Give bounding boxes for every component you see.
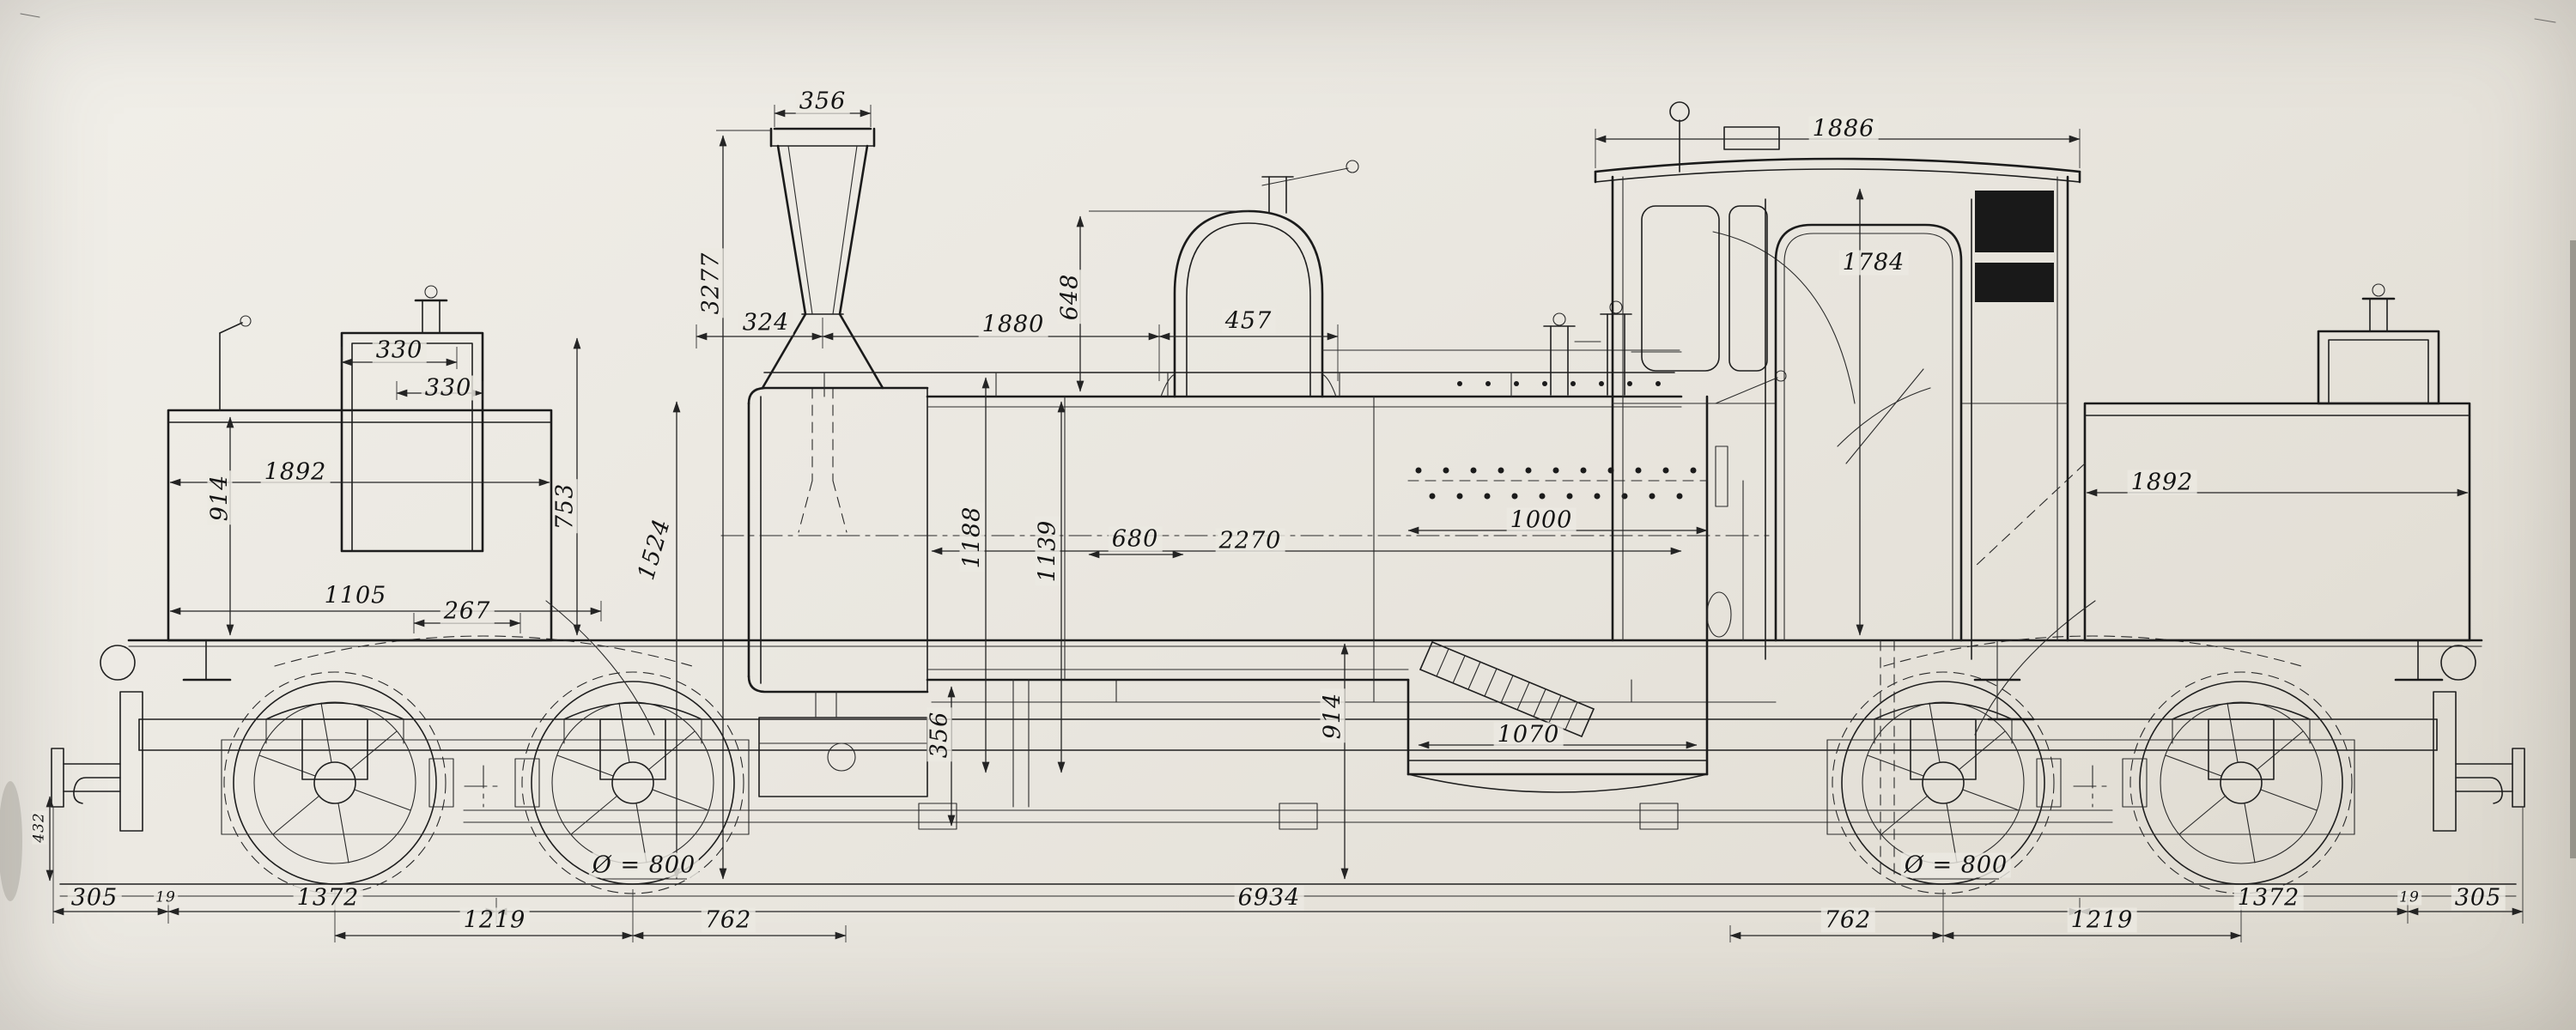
dim-left-tank-height: 914: [207, 470, 234, 525]
firebox: [1406, 370, 1787, 793]
dim-smokebox-dia: 680: [1108, 526, 1163, 552]
dim-left-axle-spacing: 1219: [459, 907, 530, 933]
dim-right-axle-spacing: 1219: [2067, 907, 2137, 933]
dim-rail-height: 432: [30, 810, 48, 845]
dim-dome-width: 457: [1221, 308, 1276, 334]
dim-left-bogie-wheelbase: 762: [701, 907, 756, 933]
smokestack: [761, 127, 884, 533]
wheels: [223, 671, 2353, 894]
dim-footplate-length: 1105: [320, 583, 391, 609]
dim-bunker-width-outer: 330: [372, 337, 427, 363]
dim-stack-offset: 324: [738, 310, 793, 336]
dim-tick-right: 19: [2397, 888, 2421, 906]
dim-buffer-left: 305: [67, 885, 122, 911]
dimension-lines: [46, 105, 2524, 942]
dim-wheel-dia-right: Ø = 800: [1900, 852, 2012, 878]
dim-right-tank-length: 1892: [2127, 470, 2197, 495]
dim-bunker-width-inner: 330: [421, 375, 476, 401]
valve-turret: [1543, 231, 1856, 404]
right-tank: [1974, 283, 2471, 736]
dim-ashpan-length: 1070: [1493, 722, 1564, 748]
frame: [100, 639, 2483, 751]
dim-right-overhang-axle: 1372: [2233, 885, 2304, 911]
buffers: [51, 691, 2525, 832]
bogies: [221, 635, 2355, 835]
dim-bunker-height: 753: [552, 479, 579, 534]
dim-cab-height: 1784: [1838, 250, 1909, 276]
dim-left-tank-length: 1892: [260, 459, 331, 485]
dim-firebox-depth: 914: [1320, 688, 1346, 743]
dim-total-wheelbase: 6934: [1234, 885, 1304, 911]
dim-boiler-mid-height: 1139: [1035, 516, 1061, 586]
dim-stack-height: 3277: [698, 248, 725, 318]
cab: [1594, 101, 2081, 880]
dim-front-clearance: 356: [927, 707, 953, 762]
dim-boiler-barrel-length: 2270: [1215, 528, 1285, 554]
dim-buffer-right: 305: [2451, 885, 2506, 911]
dim-wheel-dia-left: Ø = 800: [588, 852, 700, 878]
scan-artifacts: [0, 13, 2576, 901]
dim-stack-top-width: 356: [795, 88, 850, 114]
dim-boiler-top-length: 1880: [978, 312, 1048, 337]
dim-boiler-front-height: 1188: [959, 502, 986, 573]
dim-footplate-overhang: 267: [440, 598, 495, 624]
steam-dome: [1160, 160, 1680, 398]
dim-dome-height: 648: [1057, 270, 1084, 324]
dim-cab-roof-width: 1886: [1808, 116, 1879, 142]
dim-right-bogie-wheelbase: 762: [1820, 907, 1875, 933]
dim-firebox-length: 1000: [1506, 507, 1577, 533]
dim-tick-left: 19: [154, 888, 178, 906]
dim-left-overhang-axle: 1372: [293, 885, 363, 911]
